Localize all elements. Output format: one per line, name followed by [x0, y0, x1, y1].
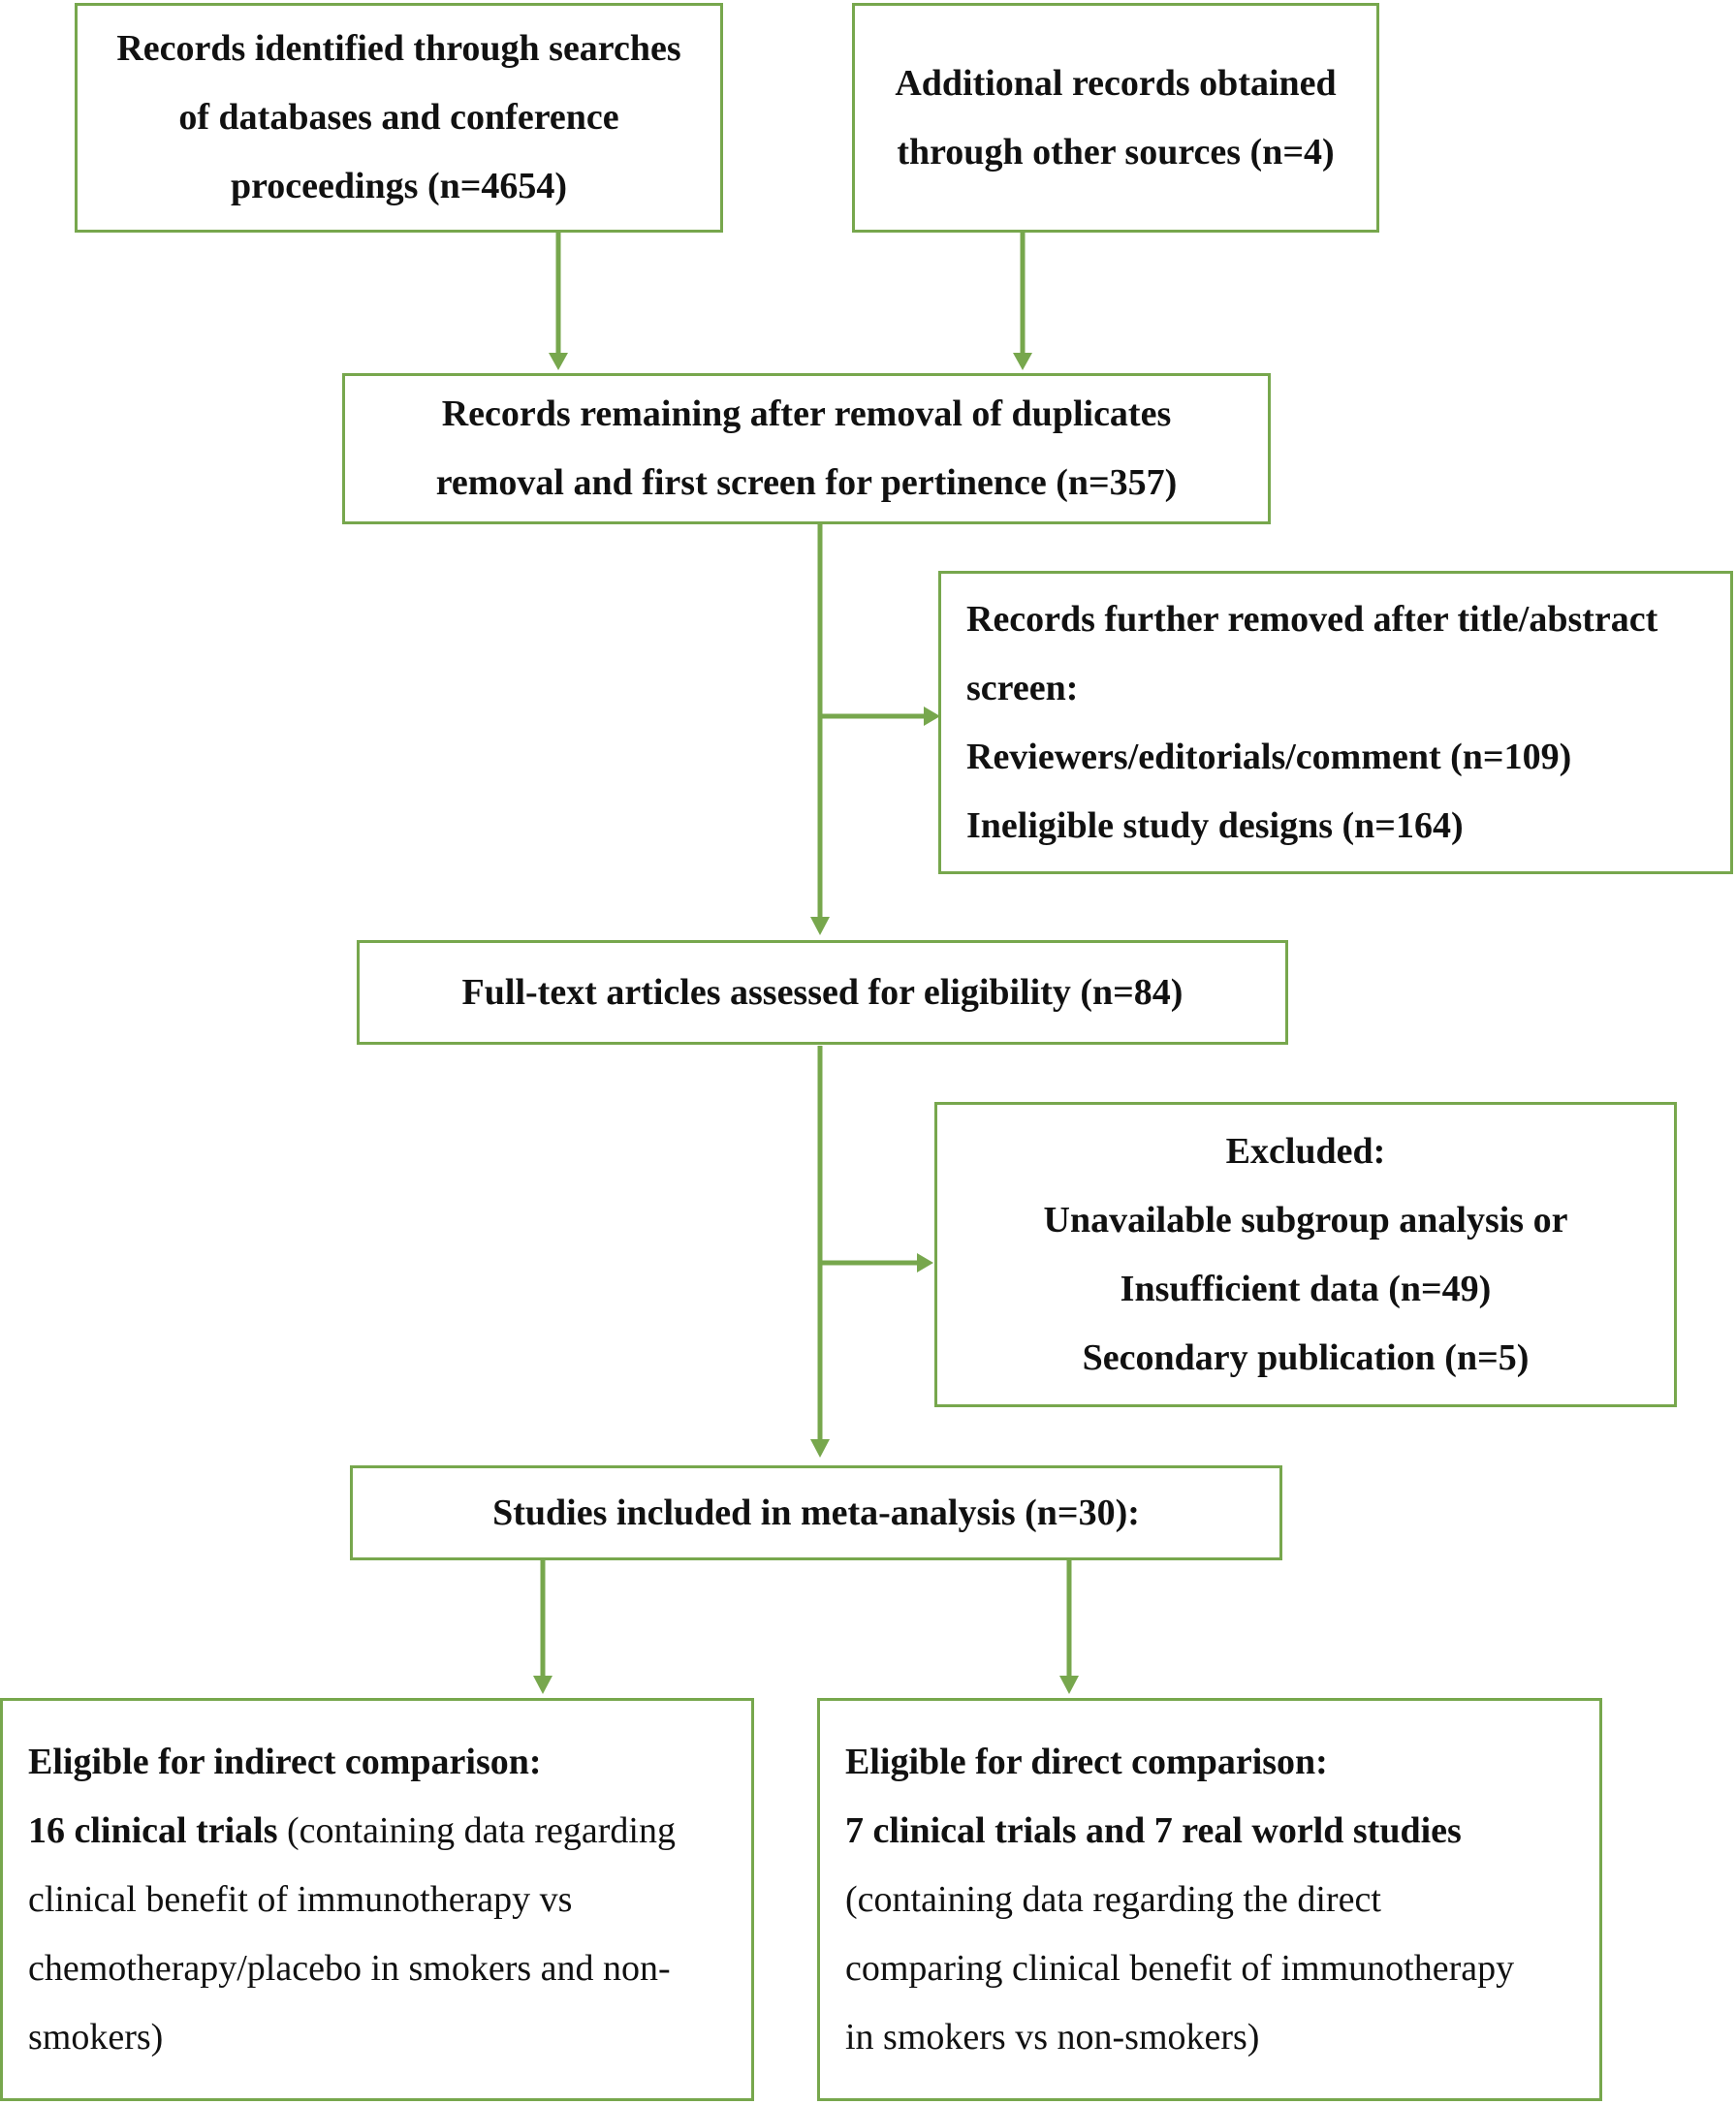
excluded-line: Insufficient data (n=49) [1120, 1268, 1492, 1309]
arrowhead-fulltext [810, 917, 830, 935]
fulltext-assessed-box: Full-text articles assessed for eligibil… [357, 940, 1288, 1045]
records-remaining-box: Records remaining after removal of dupli… [342, 373, 1271, 524]
records-removed-line: screen: [966, 667, 1079, 708]
records-removed-box: Records further removed after title/abst… [938, 571, 1733, 874]
indirect-lead-rest: (containing data regarding [277, 1809, 676, 1851]
records-identified-line: of databases and conference [178, 97, 619, 138]
indirect-comparison-heading: Eligible for indirect comparison: [28, 1741, 542, 1782]
records-removed-line: Ineligible study designs (n=164) [966, 804, 1464, 846]
records-identified-box: Records identified through searches of d… [75, 3, 723, 233]
direct-comparison-line: comparing clinical benefit of immunother… [845, 1947, 1515, 1989]
direct-comparison-box: Eligible for direct comparison: 7 clinic… [817, 1698, 1602, 2101]
excluded-line: Excluded: [1225, 1130, 1386, 1172]
indirect-comparison-lead: 16 clinical trials (containing data rega… [28, 1797, 676, 1866]
additional-records-line: through other sources (n=4) [897, 131, 1335, 173]
fulltext-assessed-label: Full-text articles assessed for eligibil… [461, 971, 1184, 1013]
records-identified-line: Records identified through searches [116, 28, 681, 69]
excluded-box: Excluded: Unavailable subgroup analysis … [934, 1102, 1677, 1407]
arrowhead-indirect [533, 1676, 552, 1694]
excluded-line: Unavailable subgroup analysis or [1043, 1199, 1568, 1241]
arrowhead-removed [924, 707, 940, 726]
arrowhead-included [810, 1439, 830, 1458]
records-identified-line: proceedings (n=4654) [230, 166, 568, 206]
indirect-comparison-line: clinical benefit of immunotherapy vs [28, 1878, 573, 1920]
indirect-comparison-box: Eligible for indirect comparison: 16 cli… [0, 1698, 754, 2101]
records-remaining-line: removal and first screen for pertinence … [435, 462, 1178, 503]
direct-comparison-line: (containing data regarding the direct [845, 1878, 1381, 1920]
arrowhead-identified [549, 353, 568, 370]
arrowhead-direct [1059, 1676, 1079, 1694]
records-removed-line: Records further removed after title/abst… [966, 598, 1658, 640]
indirect-comparison-line: chemotherapy/placebo in smokers and non- [28, 1947, 671, 1989]
indirect-trials-count: 16 clinical trials [28, 1809, 278, 1851]
excluded-line: Secondary publication (n=5) [1082, 1336, 1530, 1378]
studies-included-box: Studies included in meta-analysis (n=30)… [350, 1465, 1282, 1560]
records-removed-line: Reviewers/editorials/comment (n=109) [966, 736, 1572, 777]
additional-records-line: Additional records obtained [895, 62, 1337, 104]
arrowhead-excluded [917, 1253, 933, 1272]
direct-trials-count: 7 clinical trials and 7 real world studi… [845, 1809, 1462, 1851]
studies-included-label: Studies included in meta-analysis (n=30)… [492, 1492, 1140, 1533]
direct-comparison-line: in smokers vs non-smokers) [845, 2016, 1260, 2058]
additional-records-box: Additional records obtained through othe… [852, 3, 1379, 233]
direct-comparison-heading: Eligible for direct comparison: [845, 1741, 1328, 1782]
arrowhead-additional [1013, 353, 1032, 370]
indirect-comparison-line: smokers) [28, 2016, 164, 2058]
records-remaining-line: Records remaining after removal of dupli… [441, 393, 1172, 434]
